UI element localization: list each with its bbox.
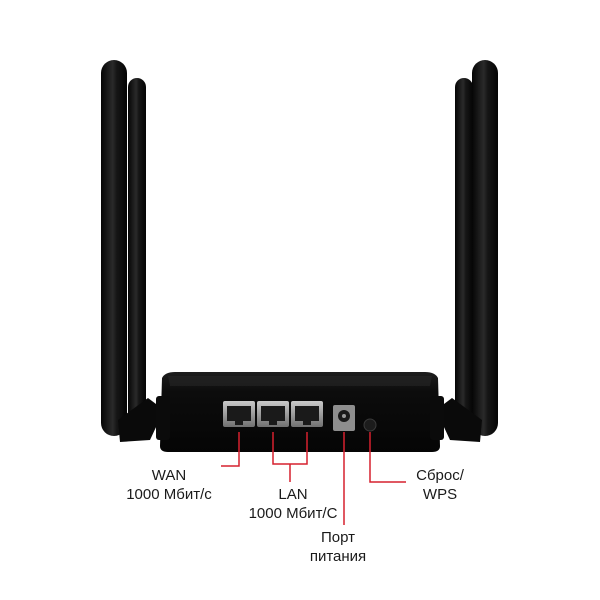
reset-label: Сброс/ WPS (408, 466, 472, 504)
right-rear-antenna (455, 78, 473, 434)
left-antennas (101, 60, 164, 442)
power-label-line1: Порт (320, 529, 355, 546)
callout-lines (221, 432, 406, 525)
left-antenna-hinge (118, 398, 164, 442)
wan-label-title: WAN (151, 467, 187, 484)
wan-label: WAN 1000 Мбит/с (119, 466, 219, 504)
power-label: Порт питания (298, 528, 378, 566)
power-port (333, 405, 355, 431)
ethernet-ports (223, 401, 377, 432)
lan-port-2 (291, 401, 323, 427)
lan-port-1 (257, 401, 289, 427)
power-label-line2: питания (309, 548, 367, 565)
reset-button (363, 418, 377, 432)
lan-label-speed: 1000 Мбит/С (248, 505, 338, 522)
wan-callout-line (221, 432, 240, 467)
lan-label-title: LAN (278, 486, 308, 503)
wan-label-speed: 1000 Мбит/с (126, 486, 212, 503)
right-antenna-hinge (436, 398, 482, 442)
lan-label: LAN 1000 Мбит/С (244, 485, 342, 523)
reset-callout-line (369, 432, 406, 483)
reset-label-line2: WPS (422, 486, 458, 503)
right-antennas (436, 60, 498, 442)
wan-port (223, 401, 255, 427)
left-front-antenna (101, 60, 127, 436)
left-rear-antenna (128, 78, 146, 434)
right-front-antenna (472, 60, 498, 436)
reset-label-line1: Сброс/ (416, 467, 464, 484)
